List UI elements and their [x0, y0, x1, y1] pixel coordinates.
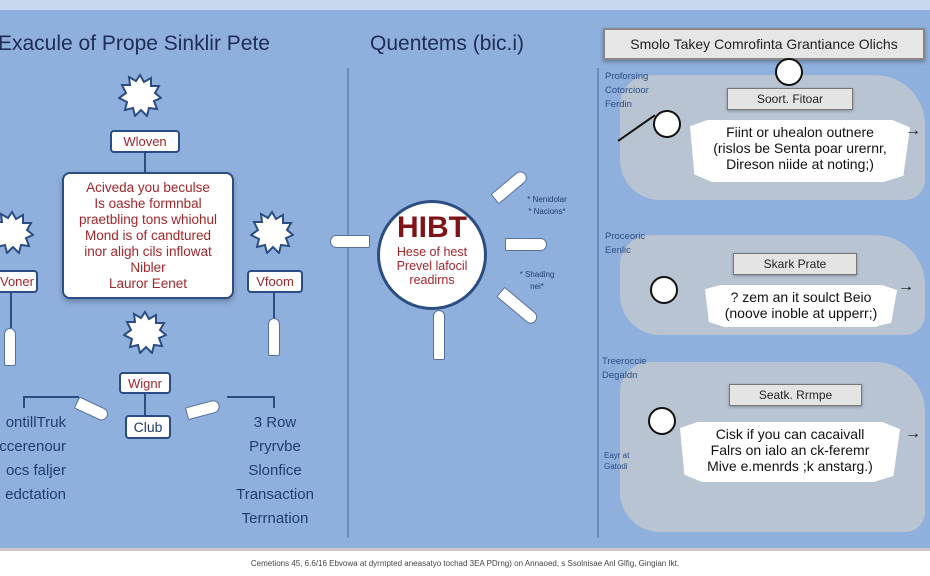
annotation-line: * Shading	[519, 270, 555, 279]
footer-caption: Cemetions 45, 6.6/16 Ebvowa at dyrmpted …	[0, 548, 930, 576]
node-circle	[648, 407, 676, 435]
pointer-icon	[433, 310, 445, 360]
hub-line: Prevel lafocil	[396, 259, 468, 273]
list-item: 3 Row	[253, 414, 297, 431]
annotation-top: * Nenidolar * Nacions*	[512, 194, 582, 218]
node-circle	[650, 276, 678, 304]
list-item: edctation	[5, 486, 66, 503]
panel-side-label: Proceoric Eenlic	[605, 230, 645, 258]
pointer-icon	[73, 396, 111, 423]
connector	[144, 394, 146, 416]
main-text-box: Acivedа you beculse Is oashe formnbal pr…	[62, 172, 234, 299]
main-text-line: Is oashe formnbal	[94, 196, 202, 211]
connector	[227, 396, 275, 398]
starburst-icon	[118, 73, 162, 117]
annotation-line: * Nacions*	[528, 207, 566, 216]
note-line: Falrs on ialo an ck-feremr	[710, 442, 870, 458]
starburst-icon	[123, 310, 167, 354]
note-line: Mive e.menrds ;k anstarg.)	[707, 458, 873, 474]
hub-line: Hese of hest	[396, 245, 468, 259]
connector	[273, 396, 275, 408]
list-item: Terrnation	[241, 510, 309, 527]
arrow-right-icon: →	[898, 278, 914, 295]
connector	[23, 396, 25, 408]
node-circle	[653, 110, 681, 138]
list-item: Transaction	[236, 486, 314, 503]
connector	[10, 293, 12, 328]
pointer-icon	[268, 318, 280, 356]
panel-note: Fiint or uhealon outnere (rislos be Sent…	[690, 120, 910, 182]
main-text-line: Mond is of candtured	[84, 228, 212, 243]
starburst-icon	[250, 210, 294, 254]
side-line: Ferdin	[605, 99, 632, 110]
side-line: Proforsing	[605, 71, 649, 82]
voner-label: Voner	[0, 270, 38, 293]
right-list: 3 Row Pryrvbe Slonfice Transaction Terrn…	[222, 411, 328, 531]
note-line: Fiint or uhealon outnere	[726, 124, 874, 140]
panel-caption: Soort. Fitoar	[727, 88, 853, 110]
side-line: Eenlic	[605, 245, 631, 256]
annotation-line: * Nenidolar	[527, 195, 567, 204]
panel-note: ? zem an it soulct Beio (noove inoble at…	[705, 285, 897, 327]
side-line: Cotorcioor	[605, 85, 649, 96]
list-item: ocs faljer	[5, 462, 66, 479]
panel-side-label-2: Eayr at Gatodi	[604, 450, 629, 472]
arrow-right-icon: →	[905, 425, 921, 442]
panel-caption: Skark Prate	[733, 253, 857, 275]
pointer-icon	[4, 328, 16, 366]
annotation-mid: * Shading nei*	[512, 269, 562, 293]
main-text-line: Nibler	[130, 260, 166, 275]
panel-side-label: Treeroccie Degaldn	[602, 355, 647, 383]
note-line: (rislos be Senta poar urernr,	[713, 140, 887, 156]
side-line: Degaldn	[602, 370, 638, 381]
node-circle	[775, 58, 803, 86]
wloven-label: Wloven	[110, 130, 180, 153]
hub-circle: HIBT Hese of hest Prevel lafocil readirn…	[377, 200, 487, 310]
main-text-line: Lauror Eenet	[108, 276, 188, 291]
list-item: Slonfice	[248, 462, 302, 479]
club-label: Club	[125, 415, 171, 439]
note-line: Cisk if you can cacaivall	[715, 426, 865, 442]
arrow-right-icon: →	[905, 122, 921, 139]
pointer-icon	[505, 238, 547, 251]
list-item: Pryrvbe	[249, 438, 301, 455]
list-item: ccerenour	[0, 438, 66, 455]
panel-caption: Seatk. Rrmpe	[729, 384, 862, 406]
vfoom-label: Vfoom	[247, 270, 303, 293]
side-line: Gatodi	[604, 462, 628, 471]
side-line: Eayr at	[604, 451, 630, 460]
pointer-icon	[330, 235, 370, 248]
connector	[23, 396, 79, 398]
main-text-line: Acivedа you beculse	[86, 180, 210, 195]
note-line: (noove inoble at upperr;)	[724, 305, 878, 321]
divider	[347, 68, 349, 538]
divider	[597, 68, 599, 538]
left-title: Exacule of Prope Sinklir Pete	[0, 32, 270, 55]
side-line: Treeroccie	[602, 356, 647, 367]
connector	[144, 153, 146, 173]
side-line: Proceoric	[605, 231, 646, 242]
starburst-icon	[0, 210, 34, 254]
wignr-label: Wignr	[119, 372, 171, 394]
left-list: ontillTruk ccerenour ocs faljer edctatio…	[0, 411, 66, 507]
panel-note: Cisk if you can cacaivall Falrs on ialo …	[680, 422, 900, 482]
top-strip	[0, 0, 930, 10]
hub-line: readirns	[409, 273, 455, 287]
hub-title: HIBT	[397, 211, 467, 244]
annotation-line: nei*	[530, 282, 544, 291]
note-line: ? zem an it soulct Beio	[730, 289, 872, 305]
main-text-line: praetbling tons whiohul	[78, 212, 218, 227]
main-text-line: inor aligh cils inflowat	[84, 244, 212, 259]
right-header: Smolo Takey Comrofinta Grantiance Olichs	[603, 28, 925, 60]
panel-side-label: Proforsing Cotorcioor Ferdin	[605, 70, 649, 112]
center-title: Quentems (bic.i)	[370, 32, 525, 55]
list-item: ontillTruk	[5, 414, 66, 431]
note-line: Direson niide at noting;)	[726, 156, 874, 172]
pointer-icon	[184, 398, 222, 421]
connector	[273, 293, 275, 318]
